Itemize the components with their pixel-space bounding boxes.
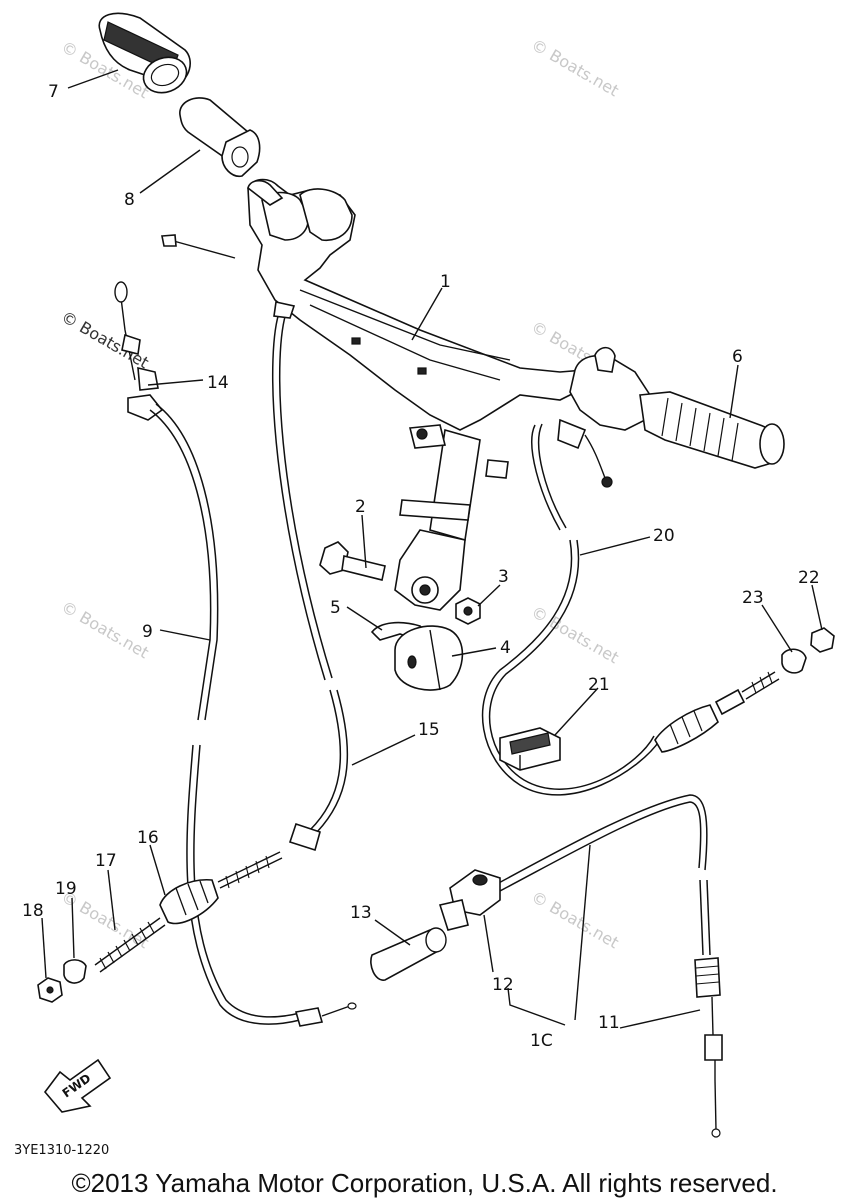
leader-lines: [41, 69, 823, 1029]
copyright-notice: ©2013 Yamaha Motor Corporation, U.S.A. A…: [71, 1168, 778, 1198]
callout-8: 8: [124, 190, 135, 210]
callout-23: 23: [742, 588, 764, 608]
cable-bracket: [499, 727, 561, 771]
grip-left: [98, 12, 191, 94]
callout-5: 5: [330, 598, 341, 618]
callout-7: 7: [48, 82, 59, 102]
callout-19: 19: [55, 879, 77, 899]
cable-end-right: [654, 627, 835, 753]
callout-15: 15: [418, 720, 440, 740]
grip-right: [557, 346, 785, 488]
cables: [149, 234, 721, 1138]
handlebar: [247, 178, 602, 431]
cable-adjuster-11: [694, 957, 723, 1080]
fwd-arrow: FWD: [43, 1058, 112, 1113]
adjuster-sleeve: [370, 927, 447, 981]
watermark: © Boats.net: [528, 887, 622, 952]
callout-20: 20: [653, 526, 675, 546]
cover: [394, 625, 464, 691]
callouts: 7 8 1 6 14 2 20 3 22 23 5 9 4 21 15 16 1…: [22, 82, 820, 1051]
callout-10: 1C: [530, 1031, 553, 1051]
callout-6: 6: [732, 347, 743, 367]
diagram-code: 3YE1310-1220: [14, 1143, 110, 1158]
cable-end-boot: [159, 851, 283, 925]
watermark: © Boats.net: [58, 597, 152, 662]
small-nut: [37, 977, 63, 1003]
callout-3: 3: [498, 567, 509, 587]
callout-13: 13: [350, 903, 372, 923]
callout-21: 21: [588, 675, 610, 695]
callout-12: 12: [492, 975, 514, 995]
callout-22: 22: [798, 568, 820, 588]
steering-column: [394, 424, 509, 611]
callout-18: 18: [22, 901, 44, 921]
bolt: [319, 541, 386, 581]
callout-2: 2: [355, 497, 366, 517]
nut: [455, 597, 481, 625]
spring: [94, 917, 166, 973]
watermark: © Boats.net: [528, 602, 622, 667]
callout-16: 16: [137, 828, 159, 848]
throttle-sleeve: [179, 97, 261, 178]
junction-block: [438, 869, 501, 931]
callout-1: 1: [440, 272, 451, 292]
callout-17: 17: [95, 851, 117, 871]
callout-9: 9: [142, 622, 153, 642]
callout-14: 14: [207, 373, 229, 393]
watermarks: © Boats.net © Boats.net © Boats.net © Bo…: [58, 35, 622, 952]
watermark: © Boats.net: [528, 35, 622, 100]
callout-4: 4: [500, 638, 511, 658]
collar: [63, 959, 87, 984]
callout-11: 11: [598, 1013, 620, 1033]
